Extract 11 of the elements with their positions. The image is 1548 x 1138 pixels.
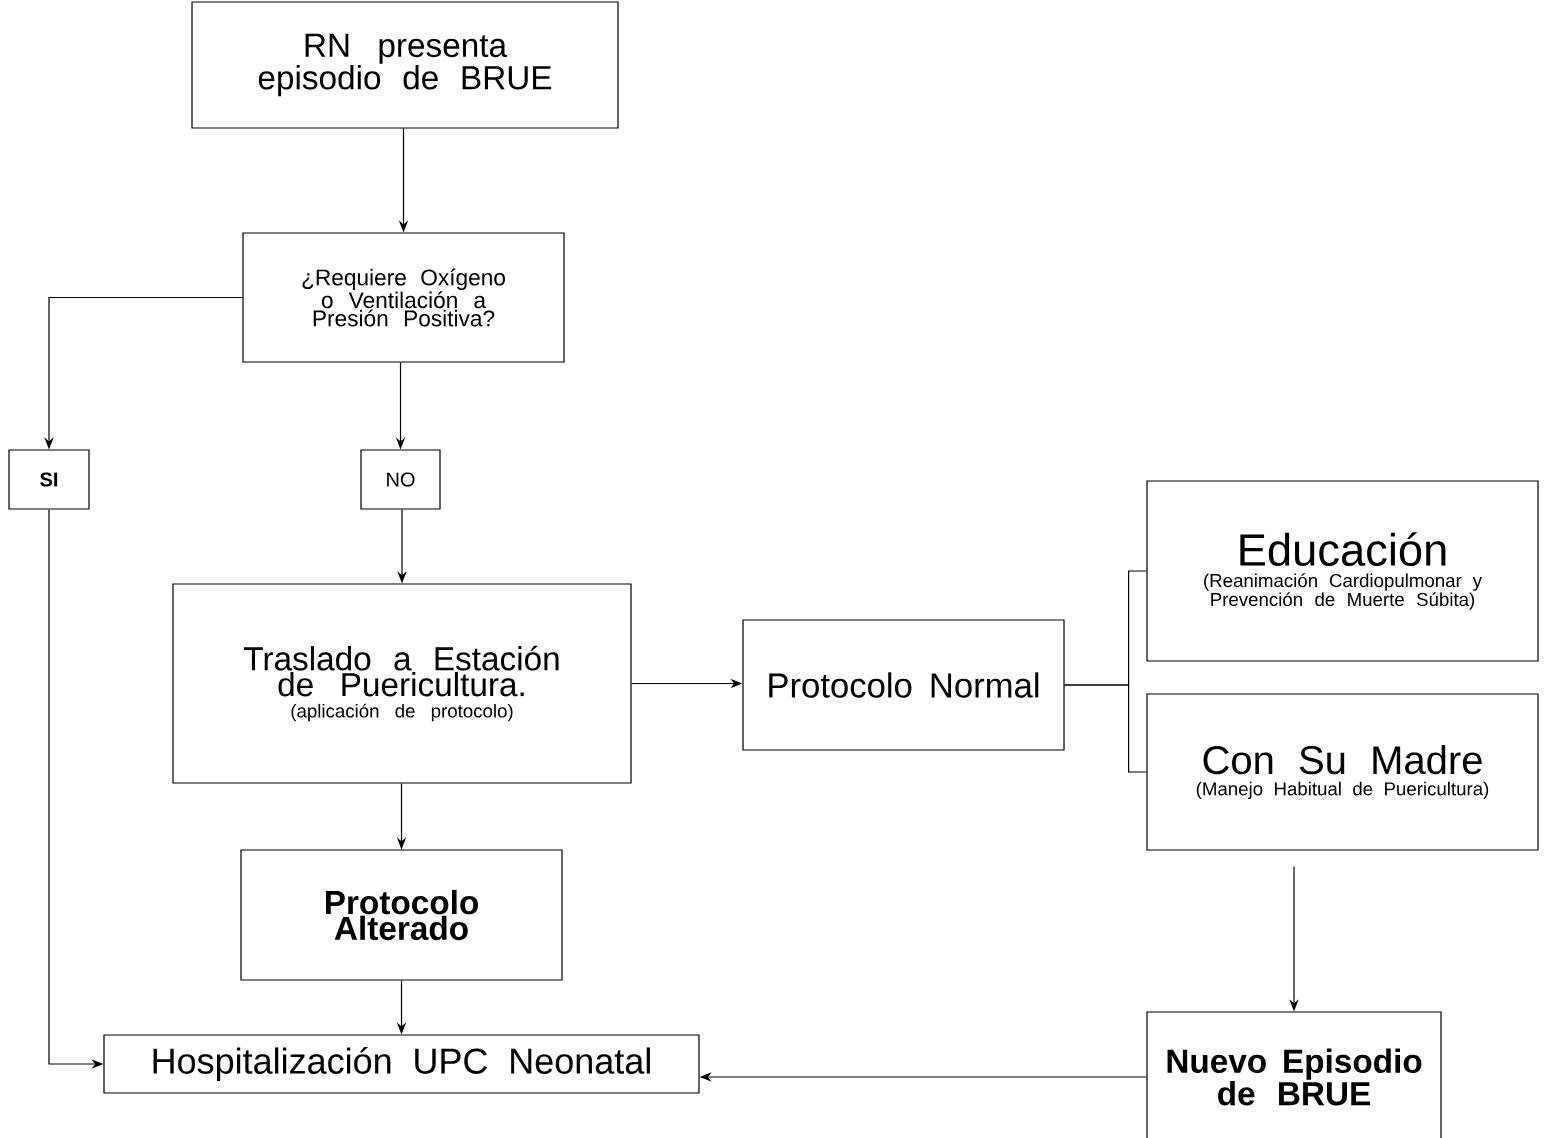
answer-box: SI	[8, 449, 90, 510]
process-box: RN presenta episodio de BRUE	[191, 1, 619, 129]
process-box: Nuevo Episodio de BRUE	[1146, 1011, 1442, 1138]
process-box: Protocolo Normal	[742, 619, 1065, 751]
answer-box: NO	[360, 449, 441, 510]
process-box: Educación (Reanimación Cardiopulmonar y Prevención de Muerte Súbita)	[1146, 480, 1539, 662]
process-box: Traslado a Estación de Puericultura. (aplicación de protocolo)	[172, 583, 632, 784]
process-box: Hospitalización UPC Neonatal	[103, 1034, 700, 1094]
process-box: Con Su Madre (Manejo Habitual de Puericultura)	[1146, 693, 1539, 851]
process-box: Protocolo Alterado	[240, 849, 563, 981]
decision-box: ¿Requiere Oxígeno o Ventilación a Presión Positiva?	[242, 232, 565, 363]
